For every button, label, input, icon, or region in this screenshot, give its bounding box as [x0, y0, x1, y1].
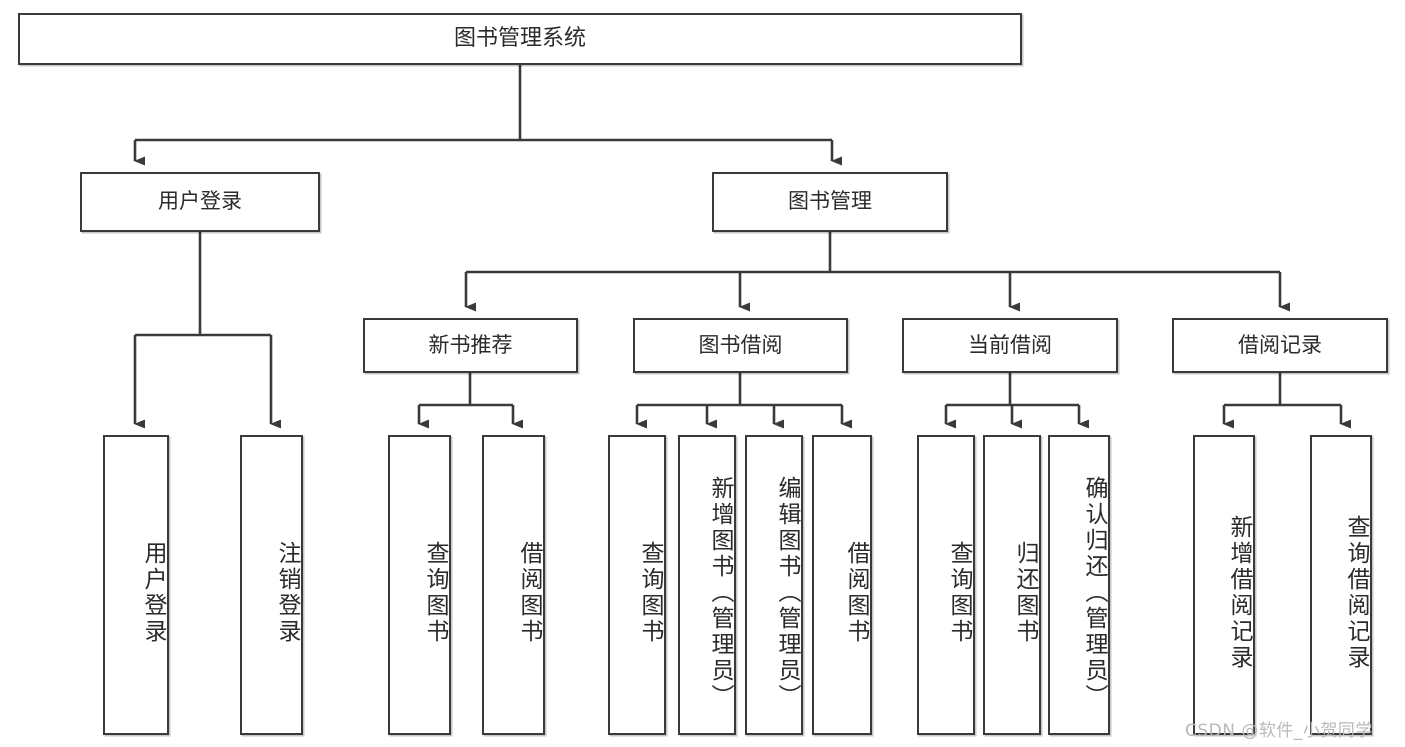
node-leaf-confirm-return[interactable]: 确认归还（管理员）	[1048, 435, 1110, 735]
node-leaf-label: 归还图书	[1012, 541, 1038, 645]
node-root[interactable]: 图书管理系统	[18, 13, 1022, 65]
node-leaf-query-book-3[interactable]: 查询图书	[917, 435, 975, 735]
node-current-borrow[interactable]: 当前借阅	[902, 318, 1118, 373]
node-leaf-label: 编辑图书（管理员）	[774, 476, 800, 710]
node-leaf-query-book-2[interactable]: 查询图书	[608, 435, 666, 735]
node-leaf-label: 查询图书	[637, 541, 663, 645]
node-leaf-return-book[interactable]: 归还图书	[983, 435, 1041, 735]
node-leaf-label: 借阅图书	[516, 541, 542, 645]
node-leaf-label: 确认归还（管理员）	[1081, 476, 1107, 710]
node-leaf-label: 查询图书	[422, 541, 448, 645]
node-leaf-label: 用户登录	[140, 541, 166, 645]
node-leaf-logout[interactable]: 注销登录	[240, 435, 303, 735]
node-leaf-add-book[interactable]: 新增图书（管理员）	[678, 435, 736, 735]
node-leaf-label: 查询图书	[946, 541, 972, 645]
node-book-manage[interactable]: 图书管理	[712, 172, 948, 232]
node-borrow-record[interactable]: 借阅记录	[1172, 318, 1388, 373]
node-book-borrow[interactable]: 图书借阅	[633, 318, 848, 373]
node-leaf-query-record[interactable]: 查询借阅记录	[1310, 435, 1372, 735]
node-new-book-rec[interactable]: 新书推荐	[363, 318, 578, 373]
node-leaf-add-record[interactable]: 新增借阅记录	[1193, 435, 1255, 735]
node-leaf-label: 查询借阅记录	[1343, 515, 1369, 671]
node-leaf-edit-book[interactable]: 编辑图书（管理员）	[745, 435, 803, 735]
node-leaf-user-login[interactable]: 用户登录	[103, 435, 169, 735]
node-leaf-borrow-book-1[interactable]: 借阅图书	[482, 435, 545, 735]
node-leaf-label: 借阅图书	[843, 541, 869, 645]
node-leaf-label: 新增借阅记录	[1226, 515, 1252, 671]
node-leaf-label: 新增图书（管理员）	[707, 476, 733, 710]
node-user-login[interactable]: 用户登录	[80, 172, 320, 232]
node-leaf-borrow-book-2[interactable]: 借阅图书	[812, 435, 872, 735]
node-leaf-label: 注销登录	[274, 541, 300, 645]
node-leaf-query-book-1[interactable]: 查询图书	[388, 435, 451, 735]
